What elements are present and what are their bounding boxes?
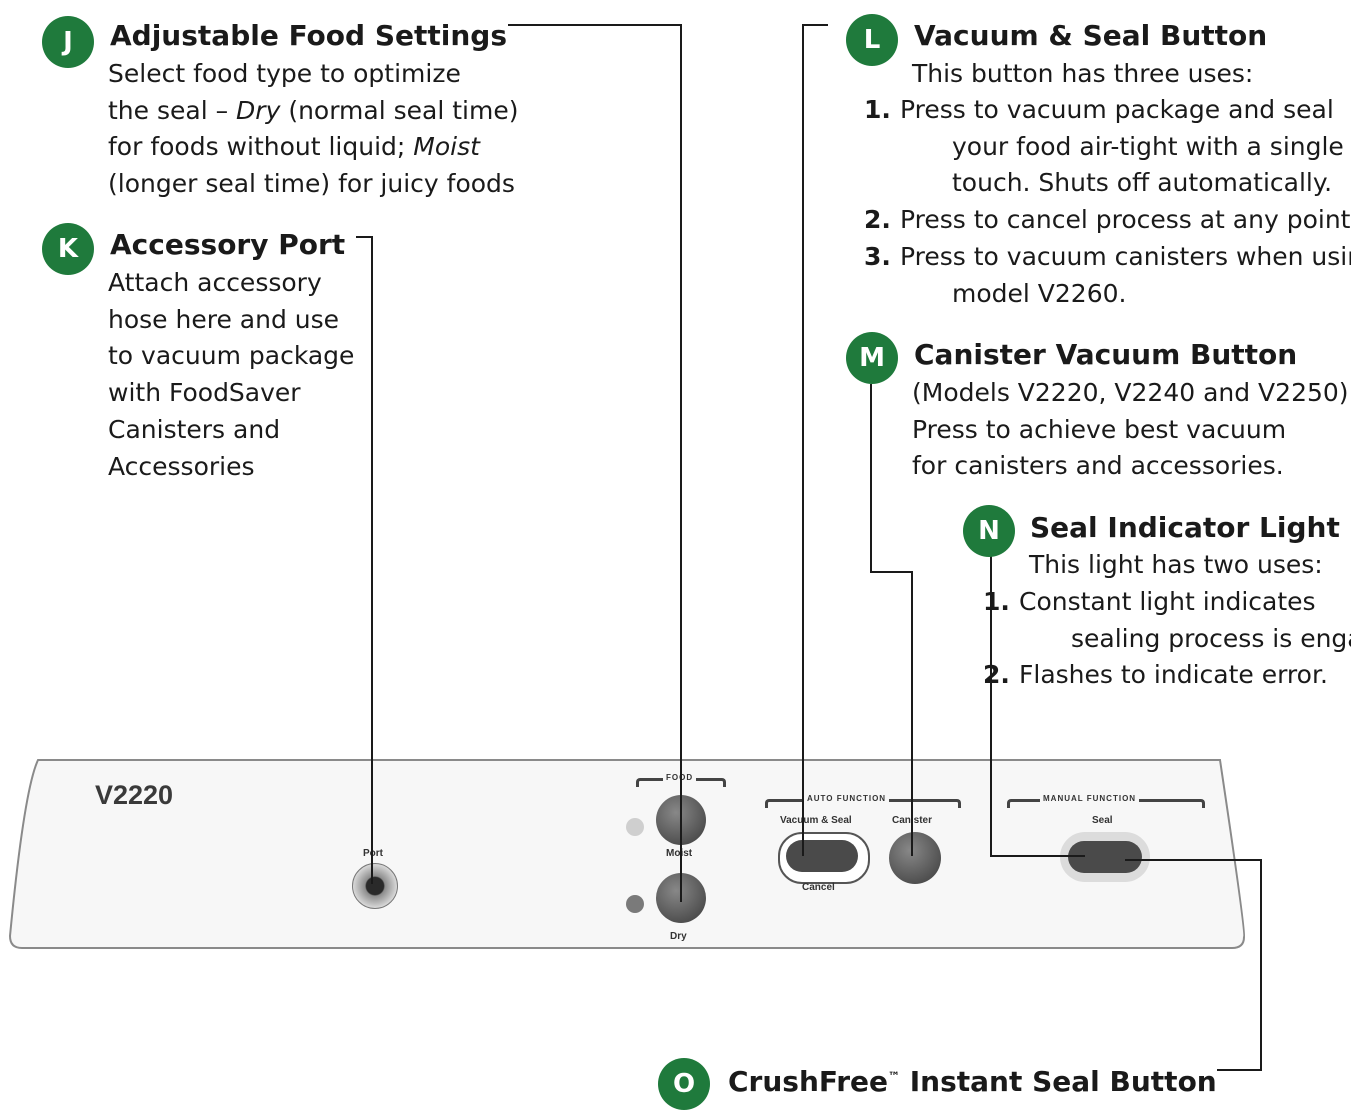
callout-k-line: to vacuum package xyxy=(108,341,355,371)
callout-m-line: for canisters and accessories. xyxy=(912,451,1284,481)
leader-o-vertical xyxy=(1260,859,1262,1071)
callout-l-title: Vacuum & Seal Button xyxy=(914,19,1268,52)
callout-l-item-cont: model V2260. xyxy=(952,278,1127,308)
canister-button[interactable] xyxy=(889,832,941,884)
callout-m-line: (Models V2220, V2240 and V2250) xyxy=(912,378,1349,407)
callout-k-line: with FoodSaver xyxy=(108,378,301,408)
callout-n-list: 1.Constant light indicates sealing proce… xyxy=(983,584,1351,694)
leader-k-vertical xyxy=(371,236,373,884)
callout-j-badge: J xyxy=(42,16,94,68)
accessory-port[interactable] xyxy=(352,863,398,909)
leader-o-horizontal-1 xyxy=(1125,859,1262,861)
port-label: Port xyxy=(363,848,383,859)
leader-n-horizontal xyxy=(990,855,1085,857)
callout-n-item-cont: sealing process is engaged. xyxy=(1071,623,1351,653)
callout-m-title: Canister Vacuum Button xyxy=(914,338,1298,371)
food-group-label: FOOD xyxy=(663,773,697,782)
callout-n-title: Seal Indicator Light xyxy=(1030,511,1340,544)
callout-l-badge: L xyxy=(846,14,898,66)
vacuum-seal-label: Vacuum & Seal xyxy=(780,815,852,826)
callout-k-badge: K xyxy=(42,223,94,275)
leader-m-horizontal xyxy=(870,571,913,573)
callout-l-list: 1.Press to vacuum package and seal your … xyxy=(864,92,1351,312)
callout-o-badge: O xyxy=(658,1058,710,1110)
leader-j-vertical xyxy=(680,24,682,902)
callout-k-line: Accessories xyxy=(108,451,255,481)
seal-button-cap xyxy=(1068,841,1142,873)
callout-m-line: Press to achieve best vacuum xyxy=(912,414,1287,444)
leader-l-horizontal xyxy=(802,24,828,26)
leader-j-horizontal xyxy=(508,24,682,26)
callout-j-text: Select food type to optimize the seal – … xyxy=(108,56,518,203)
callout-l-item: 3.Press to vacuum canisters when using xyxy=(864,241,1351,271)
leader-m-vertical-1 xyxy=(870,384,872,573)
seal-label: Seal xyxy=(1092,815,1113,826)
vacuum-seal-button[interactable] xyxy=(778,832,870,884)
callout-n-item: 1.Constant light indicates xyxy=(983,587,1316,616)
moist-label: Moist xyxy=(666,848,692,859)
dry-indicator-light xyxy=(626,895,644,913)
callout-n-intro: This light has two uses: xyxy=(1029,550,1323,579)
moist-indicator-light xyxy=(626,818,644,836)
leader-m-vertical-2 xyxy=(911,571,913,856)
auto-function-label: AUTO FUNCTION xyxy=(804,794,890,803)
callout-l-item: 2.Press to cancel process at any point. xyxy=(864,205,1351,235)
callout-l-intro: This button has three uses: xyxy=(912,59,1254,88)
leader-o-horizontal-2 xyxy=(1217,1069,1262,1071)
callout-m-badge: M xyxy=(846,332,898,384)
callout-l-item-cont: your food air-tight with a single xyxy=(952,131,1344,161)
callout-k-title: Accessory Port xyxy=(110,228,346,261)
callout-o-title: CrushFree™ Instant Seal Button xyxy=(728,1065,1217,1098)
panel-model-label: V2220 xyxy=(95,780,174,810)
callout-n-item: 2.Flashes to indicate error. xyxy=(983,660,1328,690)
vacuum-seal-button-cap xyxy=(786,840,858,872)
callout-k-line: Canisters and xyxy=(108,414,281,444)
callout-l-item-cont: touch. Shuts off automatically. xyxy=(952,168,1333,198)
callout-j-line1: Select food type to optimize xyxy=(108,59,461,88)
seal-button[interactable] xyxy=(1060,832,1150,882)
leader-k-horizontal xyxy=(356,236,373,238)
callout-k-line: Attach accessory xyxy=(108,268,322,297)
callout-j-line3: for foods without liquid; Moist xyxy=(108,132,480,162)
callout-k-line: hose here and use xyxy=(108,304,340,334)
callout-m-text: (Models V2220, V2240 and V2250) Press to… xyxy=(912,375,1349,485)
leader-l-vertical xyxy=(802,24,804,856)
manual-function-label: MANUAL FUNCTION xyxy=(1040,794,1140,803)
cancel-label: Cancel xyxy=(802,882,835,893)
dry-label: Dry xyxy=(670,931,687,942)
callout-j-line4: (longer seal time) for juicy foods xyxy=(108,169,515,199)
callout-j-line2: the seal – Dry (normal seal time) xyxy=(108,95,519,125)
callout-k-text: Attach accessory hose here and use to va… xyxy=(108,265,354,485)
callout-l-item: 1.Press to vacuum package and seal xyxy=(864,95,1334,124)
leader-n-vertical xyxy=(990,552,992,857)
callout-n-badge: N xyxy=(963,505,1015,557)
callout-j-title: Adjustable Food Settings xyxy=(110,19,507,52)
